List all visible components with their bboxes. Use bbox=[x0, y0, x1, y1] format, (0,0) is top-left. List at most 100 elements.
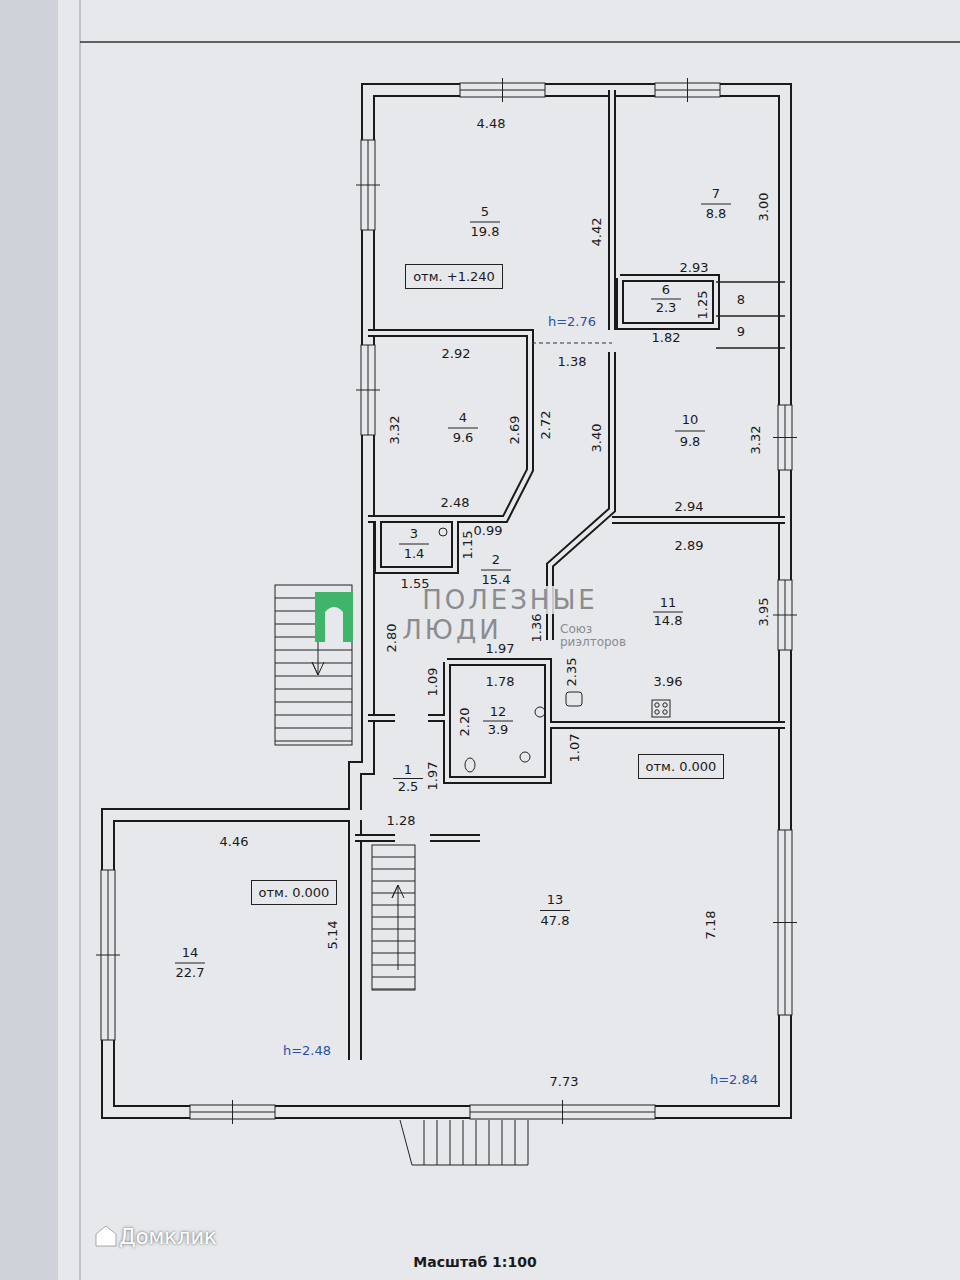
room-fraction-line bbox=[653, 612, 683, 613]
stair-step bbox=[450, 1120, 451, 1165]
stove-burner bbox=[655, 710, 659, 714]
stairs bbox=[372, 845, 415, 990]
dimension-label: 3.00 bbox=[757, 193, 771, 222]
stair-outline bbox=[372, 845, 415, 990]
wall-group bbox=[108, 90, 785, 1112]
dimension-label: 3.96 bbox=[654, 675, 683, 689]
dimension-label: 2.69 bbox=[508, 416, 522, 445]
stairs bbox=[275, 585, 352, 745]
room-fraction-line bbox=[399, 544, 429, 545]
room-area: 2.5 bbox=[398, 780, 419, 794]
frame-line bbox=[80, 41, 960, 43]
dimension-label: 9 bbox=[737, 325, 745, 339]
stair-step bbox=[372, 869, 415, 870]
wall bbox=[368, 333, 530, 519]
ceiling-height-label: h=2.48 bbox=[283, 1044, 331, 1058]
stair-step bbox=[372, 941, 415, 942]
room-fraction-line bbox=[675, 431, 705, 432]
paper-shadow bbox=[0, 0, 58, 1280]
wall bbox=[447, 662, 548, 780]
room-number: 2 bbox=[492, 553, 500, 567]
room-number: 4 bbox=[459, 411, 467, 425]
room-number: 6 bbox=[662, 283, 670, 297]
elevation-mark-box: отм. 0.000 bbox=[638, 754, 725, 779]
wall bbox=[430, 834, 480, 842]
room-number: 7 bbox=[712, 187, 720, 201]
stair-arrow bbox=[392, 885, 404, 970]
wall-fill bbox=[428, 716, 447, 720]
wall bbox=[108, 90, 785, 1112]
partition-line bbox=[716, 281, 785, 283]
stairs bbox=[400, 1120, 528, 1165]
wall-fill bbox=[612, 518, 785, 522]
stair-outline bbox=[400, 1120, 528, 1165]
dimension-label: 1.28 bbox=[387, 814, 416, 828]
dimension-label: 7.73 bbox=[550, 1075, 579, 1089]
stair-step bbox=[476, 1120, 477, 1165]
stair-step bbox=[437, 1120, 438, 1165]
room-fraction-line bbox=[448, 428, 478, 429]
level-change-line bbox=[532, 343, 612, 344]
room-area: 22.7 bbox=[176, 966, 205, 980]
watermark-text: ПОЛЕЗНЫЕ bbox=[420, 586, 600, 614]
wall-fill bbox=[620, 278, 716, 326]
stair-step bbox=[372, 953, 415, 954]
stair-step bbox=[275, 663, 352, 664]
window-tick bbox=[502, 78, 503, 102]
room-fraction-line bbox=[175, 963, 205, 964]
room-number: 10 bbox=[682, 413, 699, 427]
room-fraction-line bbox=[701, 204, 731, 205]
stair-step bbox=[372, 881, 415, 882]
washbasin-symbol bbox=[439, 528, 447, 536]
stair-outline bbox=[275, 585, 352, 745]
wall-fill bbox=[108, 90, 785, 1112]
wall bbox=[612, 516, 785, 524]
dimension-label: 1.55 bbox=[401, 577, 430, 591]
room-number: 14 bbox=[182, 946, 199, 960]
stair-step bbox=[372, 917, 415, 918]
room-area: 8.8 bbox=[706, 207, 727, 221]
dimension-label: 1.09 bbox=[426, 668, 440, 697]
brand-watermark: Домклик bbox=[119, 1225, 217, 1249]
partition-line bbox=[716, 347, 785, 349]
stove-burner bbox=[655, 703, 659, 707]
wall bbox=[620, 278, 716, 326]
dimension-label: 3.32 bbox=[388, 416, 402, 445]
stair-step bbox=[515, 1120, 516, 1165]
wall bbox=[355, 834, 395, 842]
window-tick bbox=[96, 955, 120, 956]
room-number: 1 bbox=[404, 763, 412, 777]
room-fraction-line bbox=[393, 778, 423, 779]
frame-line bbox=[80, 0, 81, 1280]
stair-step bbox=[372, 929, 415, 930]
washbasin-symbol bbox=[535, 707, 545, 717]
ceiling-height-label: h=2.84 bbox=[710, 1073, 758, 1087]
dimension-label: 0.99 bbox=[474, 524, 503, 538]
stair-step bbox=[372, 857, 415, 858]
dimension-label: 4.46 bbox=[220, 835, 249, 849]
room-area: 19.8 bbox=[471, 225, 500, 239]
dimension-label: 1.15 bbox=[461, 531, 475, 560]
dimension-label: 2.89 bbox=[675, 539, 704, 553]
dimension-label: 4.48 bbox=[477, 117, 506, 131]
dimension-label: 1.78 bbox=[486, 675, 515, 689]
dimension-label: 3.95 bbox=[757, 598, 771, 627]
watermark-subtext: Союз риэлторов bbox=[560, 623, 632, 649]
dimension-label: 3.40 bbox=[590, 424, 604, 453]
window-tick bbox=[773, 615, 797, 616]
window-tick bbox=[356, 185, 380, 186]
dimension-label: 2.35 bbox=[565, 658, 579, 687]
toilet-symbol bbox=[465, 758, 475, 772]
dimension-label: 2.48 bbox=[441, 496, 470, 510]
wall-fill bbox=[610, 90, 614, 330]
window-tick bbox=[232, 1100, 233, 1124]
window-tick bbox=[562, 1100, 563, 1124]
dimension-label: 2.92 bbox=[442, 347, 471, 361]
wall-fill bbox=[430, 836, 480, 840]
elevation-text: отм. +1.240 bbox=[413, 269, 495, 284]
ceiling-height-label: h=2.76 bbox=[548, 315, 596, 329]
dimension-label: 1.82 bbox=[652, 331, 681, 345]
watermark-logo bbox=[315, 592, 353, 642]
watermark-text: ЛЮДИ bbox=[400, 616, 503, 644]
stair-step bbox=[275, 728, 352, 729]
